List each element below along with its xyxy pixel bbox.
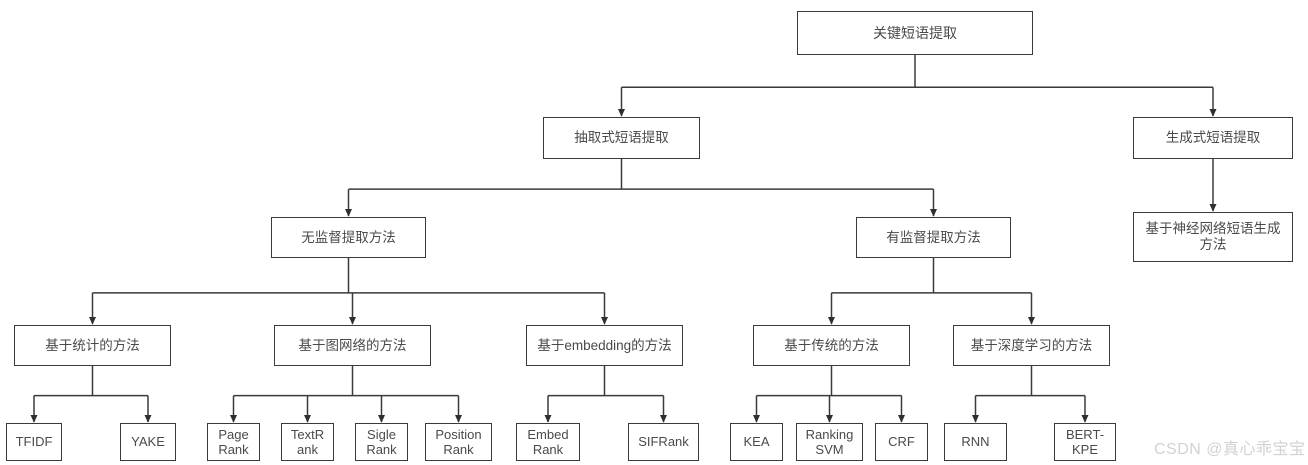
node-root[interactable]: 关键短语提取: [797, 11, 1033, 55]
node-textrank[interactable]: TextR ank: [281, 423, 334, 461]
node-positionrank[interactable]: Position Rank: [425, 423, 492, 461]
node-embedding[interactable]: 基于embedding的方法: [526, 325, 683, 366]
node-siglerank[interactable]: Sigle Rank: [355, 423, 408, 461]
node-neural-gen[interactable]: 基于神经网络短语生成 方法: [1133, 212, 1293, 262]
node-pagerank[interactable]: Page Rank: [207, 423, 260, 461]
node-sup[interactable]: 有监督提取方法: [856, 217, 1011, 258]
node-deep[interactable]: 基于深度学习的方法: [953, 325, 1110, 366]
node-sifrank[interactable]: SIFRank: [628, 423, 699, 461]
node-crf[interactable]: CRF: [875, 423, 928, 461]
node-rankingsvm[interactable]: Ranking SVM: [796, 423, 863, 461]
node-tfidf[interactable]: TFIDF: [6, 423, 62, 461]
csdn-watermark: CSDN @真心乖宝宝: [1154, 441, 1306, 458]
node-bertkpe[interactable]: BERT- KPE: [1054, 423, 1116, 461]
node-generative[interactable]: 生成式短语提取: [1133, 117, 1293, 159]
node-extractive[interactable]: 抽取式短语提取: [543, 117, 700, 159]
node-unsup[interactable]: 无监督提取方法: [271, 217, 426, 258]
node-traditional[interactable]: 基于传统的方法: [753, 325, 910, 366]
node-graph[interactable]: 基于图网络的方法: [274, 325, 431, 366]
node-yake[interactable]: YAKE: [120, 423, 176, 461]
node-embedrank[interactable]: Embed Rank: [516, 423, 580, 461]
node-kea[interactable]: KEA: [730, 423, 783, 461]
node-rnn[interactable]: RNN: [944, 423, 1007, 461]
node-stat[interactable]: 基于统计的方法: [14, 325, 171, 366]
